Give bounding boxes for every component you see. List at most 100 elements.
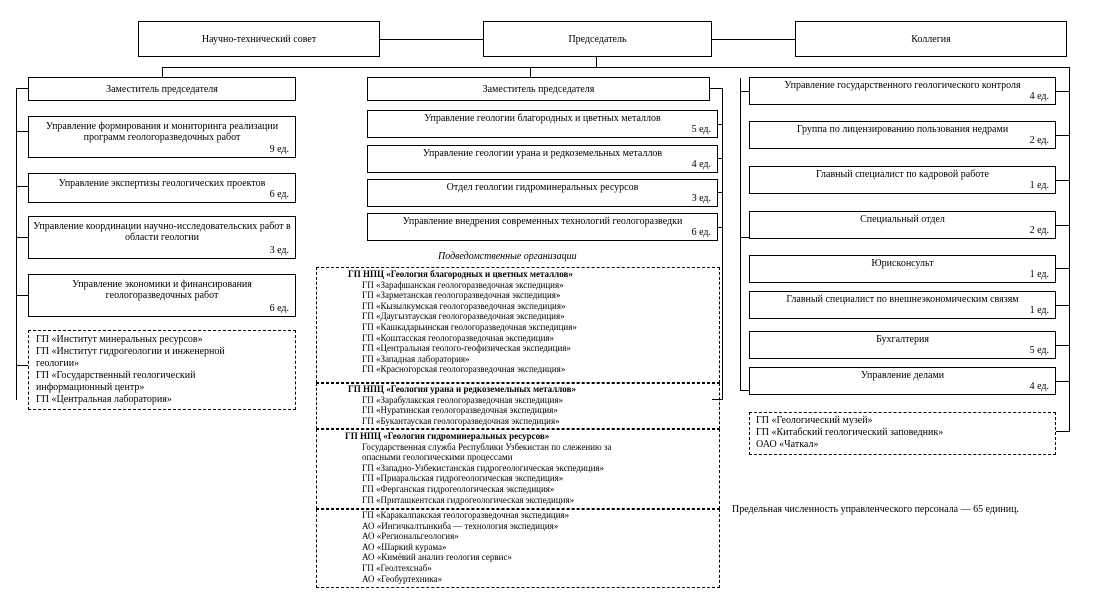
left-subordinate-orgs-list: ГП «Институт минеральных ресурсов» ГП «И… <box>36 334 266 406</box>
org-item-text: ГП «Институт гидрогеологии и инженерной … <box>36 346 225 369</box>
group2-dashed-box <box>316 383 720 429</box>
org-item-text: ГП «Государственный геологический информ… <box>36 370 196 393</box>
org-item: ГП «Институт минеральных ресурсов» <box>36 334 203 345</box>
right-unit-name: Бухгалтерия <box>876 334 929 345</box>
connector-right-inner-spine <box>740 78 741 391</box>
connector-right-stub <box>1056 345 1070 346</box>
group3-item: ГП «Приаральская гидрогеологическая эксп… <box>362 473 564 484</box>
group3-dashed-box <box>316 429 720 509</box>
connector-right-stub <box>1056 180 1070 181</box>
chairman-label: Председатель <box>568 33 627 45</box>
group1-item: ГП «Центральная геолого-геофизическая эк… <box>362 343 571 354</box>
middle-unit-staff: 6 ед. <box>691 227 711 238</box>
connector-mid-spine <box>722 88 723 400</box>
right-unit-name: Управление делами <box>860 370 945 381</box>
middle-unit-name: Управление геологии урана и редкоземельн… <box>422 148 663 159</box>
connector-left-stub <box>16 186 28 187</box>
right-unit-box: Главный специалист по кадровой работе 1 … <box>749 166 1056 194</box>
group3-list: ГП НПЦ «Геология гидроминеральных ресурс… <box>345 431 612 505</box>
right-unit-box: Управление делами 4 ед. <box>749 367 1056 395</box>
right-unit-staff: 1 ед. <box>1029 305 1049 316</box>
right-unit-box: Управление государственного геологическо… <box>749 77 1056 105</box>
group1-item: ГП «Кызылкумская геологоразведочная эксп… <box>362 300 566 311</box>
connector-left-stub <box>16 237 28 238</box>
middle-unit-box: Отдел геологии гидроминеральных ресурсов… <box>367 179 718 207</box>
connector-chair-down <box>596 56 597 68</box>
left-unit-box: Управление формирования и мониторинга ре… <box>28 116 296 158</box>
group1-item: ГП «Западная лаборатория» <box>362 353 470 364</box>
group2-list: ГП НПЦ «Геология урана и редкоземельных … <box>348 384 576 426</box>
right-unit-staff: 4 ед. <box>1029 381 1049 392</box>
left-unit-staff: 9 ед. <box>269 144 289 155</box>
left-unit-name: Управление экспертизы геологических прое… <box>58 178 266 189</box>
right-unit-name: Группа по лицензированию пользования нед… <box>796 124 1009 135</box>
group4-dashed-box <box>316 509 720 588</box>
left-unit-staff: 6 ед. <box>269 303 289 314</box>
right-unit-box: Юрисконсульт 1 ед. <box>749 255 1056 283</box>
group1-item: ГП «Кашкадарьинская геологоразведочная э… <box>362 321 577 332</box>
left-unit-name: Управление координации научно-исследоват… <box>33 221 291 243</box>
connector-mid-deputy-down <box>530 67 531 77</box>
connector-mid-stub <box>710 88 723 89</box>
group1-head: ГП НПЦ «Геология благородных и цветных м… <box>348 269 573 279</box>
left-subordinate-orgs-box <box>28 330 296 410</box>
group3-item: ГП «Приташкентская гидрогеологическая эк… <box>362 494 575 505</box>
board-box: Коллегия <box>795 21 1067 57</box>
connector-right-stub <box>1056 431 1070 432</box>
group1-item: ГП «Даугызтауская геологоразведочная экс… <box>362 311 565 322</box>
group2-head: ГП НПЦ «Геология урана и редкоземельных … <box>348 384 576 394</box>
connector-right-stub <box>1056 305 1070 306</box>
connector-right-inner-stub <box>740 237 749 238</box>
right-subordinate-orgs-box <box>749 412 1056 455</box>
board-label: Коллегия <box>911 33 951 45</box>
org-item: ГП «Институт гидрогеологии и инженерной … <box>36 346 266 370</box>
group3-item: ГП «Западно-Узбекистанская гидрогеологич… <box>362 462 605 473</box>
right-unit-staff: 2 ед. <box>1029 225 1049 236</box>
org-item: ГП «Китабский геологический заповедник» <box>756 427 944 438</box>
group1-item: ГП «Коштасская геологоразведочная экспед… <box>362 332 555 343</box>
group1-dashed-box <box>316 267 720 383</box>
left-deputy-box: Заместитель председателя <box>28 77 296 101</box>
staff-limit-note: Предельная численность управленческого п… <box>732 504 1019 515</box>
connector-right-stub <box>1056 225 1070 226</box>
middle-unit-box: Управление геологии благородных и цветны… <box>367 110 718 138</box>
group4-item: ГП «Каракалпакская геологоразведочная эк… <box>362 510 570 520</box>
middle-deputy-box: Заместитель председателя <box>367 77 710 101</box>
middle-unit-box: Управление внедрения современных техноло… <box>367 213 718 241</box>
org-item: ОАО «Чаткал» <box>756 439 819 450</box>
group4-item: АО «Шаркий курама» <box>362 541 447 552</box>
group4-item: АО «Геобуртехника» <box>362 573 443 584</box>
connector-left-stub <box>16 295 28 296</box>
left-unit-box: Управление координации научно-исследоват… <box>28 216 296 259</box>
connector-left-spine <box>16 88 17 400</box>
left-unit-name: Управление экономики и финансирования ге… <box>72 279 252 301</box>
right-unit-staff: 1 ед. <box>1029 180 1049 191</box>
connector-left-stub <box>16 131 28 132</box>
connector-mid-stub <box>718 158 723 159</box>
connector-right-stub <box>1056 381 1070 382</box>
scientific-technical-council-box: Научно-технический совет <box>138 21 380 57</box>
connector-top-horizontal-right <box>710 39 796 40</box>
connector-right-inner-stub <box>740 390 749 391</box>
group4-item: АО «Ингичкалтынкиба — технология экспеди… <box>362 520 559 531</box>
middle-unit-name: Управление внедрения современных техноло… <box>402 216 683 227</box>
org-item: ГП «Геологический музей» <box>756 415 873 426</box>
right-subordinate-orgs-list: ГП «Геологический музей» ГП «Китабский г… <box>756 415 943 451</box>
middle-unit-staff: 3 ед. <box>691 193 711 204</box>
connector-left-deputy-down <box>162 67 163 77</box>
middle-unit-staff: 5 ед. <box>691 124 711 135</box>
group1-item: ГП «Зарметанская геологоразведочная эксп… <box>362 290 561 301</box>
middle-unit-box: Управление геологии урана и редкоземельн… <box>367 145 718 173</box>
right-unit-name: Главный специалист по внешнеэкономически… <box>786 294 1019 305</box>
middle-unit-name: Отдел геологии гидроминеральных ресурсов <box>446 182 639 193</box>
left-unit-name: Управление формирования и мониторинга ре… <box>45 121 279 143</box>
right-unit-staff: 4 ед. <box>1029 91 1049 102</box>
right-unit-name: Главный специалист по кадровой работе <box>815 169 989 180</box>
subordinate-orgs-caption: Подведомственные организации <box>438 251 577 262</box>
connector-left-stub <box>16 365 28 366</box>
group2-item: ГП «Зарабулакская геологоразведочная экс… <box>362 394 564 405</box>
connector-mid-stub <box>718 124 723 125</box>
left-deputy-label: Заместитель председателя <box>106 83 218 95</box>
group4-item: АО «Региональгеология» <box>362 531 459 542</box>
chairman-box: Председатель <box>483 21 712 57</box>
